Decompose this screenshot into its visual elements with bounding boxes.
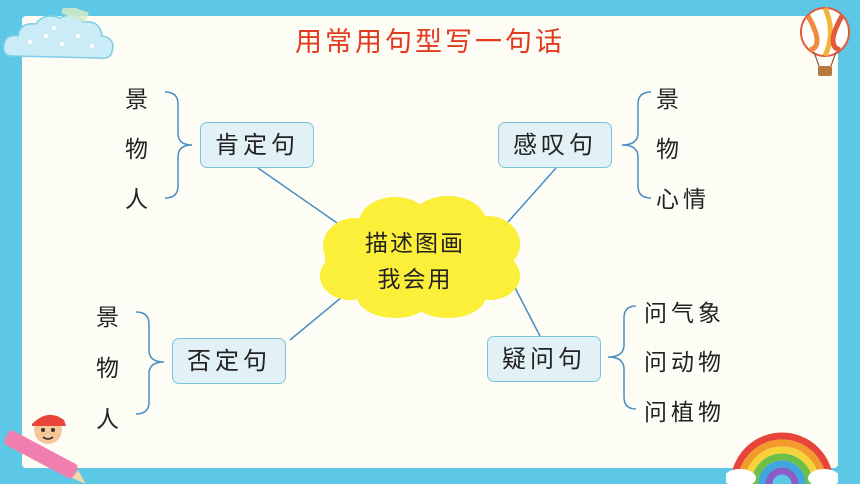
page-title: 用常用句型写一句话 (295, 27, 565, 58)
exclamatory-item: 景 (656, 87, 683, 113)
spoke-question (511, 281, 541, 337)
center-label: 描述图画 我会用 (340, 226, 490, 298)
negative-item: 景 (96, 305, 122, 331)
brace-question (607, 305, 637, 410)
affirmative-item: 物 (125, 137, 151, 163)
rainbow-icon (726, 432, 838, 484)
affirmative-item: 人 (125, 187, 151, 213)
center-label-line1: 描述图画 (365, 231, 465, 257)
node-exclamatory: 感叹句 (498, 122, 612, 168)
brace-negative (135, 311, 165, 415)
hot-air-balloon-icon (800, 6, 850, 76)
negative-item: 人 (96, 407, 122, 433)
question-item: 问气象 (644, 301, 725, 327)
affirmative-item: 景 (125, 87, 151, 113)
node-question: 疑问句 (487, 336, 601, 382)
question-item: 问动物 (644, 350, 725, 376)
spoke-exclamatory (507, 167, 557, 223)
exclamatory-item: 物 (656, 137, 683, 163)
exclamatory-item: 心情 (656, 187, 710, 213)
boy-with-pencil-icon (4, 414, 86, 484)
question-item: 问植物 (644, 400, 725, 426)
node-negative: 否定句 (172, 338, 286, 384)
center-cloud-shape (320, 196, 520, 318)
cloud-sticker (2, 8, 114, 60)
spoke-negative (289, 291, 349, 341)
brace-affirmative (164, 91, 193, 199)
brace-exclamatory (621, 91, 652, 199)
negative-item: 物 (96, 356, 122, 382)
spoke-affirmative (257, 167, 351, 233)
node-affirmative: 肯定句 (200, 122, 314, 168)
center-label-line2: 我会用 (377, 267, 453, 293)
